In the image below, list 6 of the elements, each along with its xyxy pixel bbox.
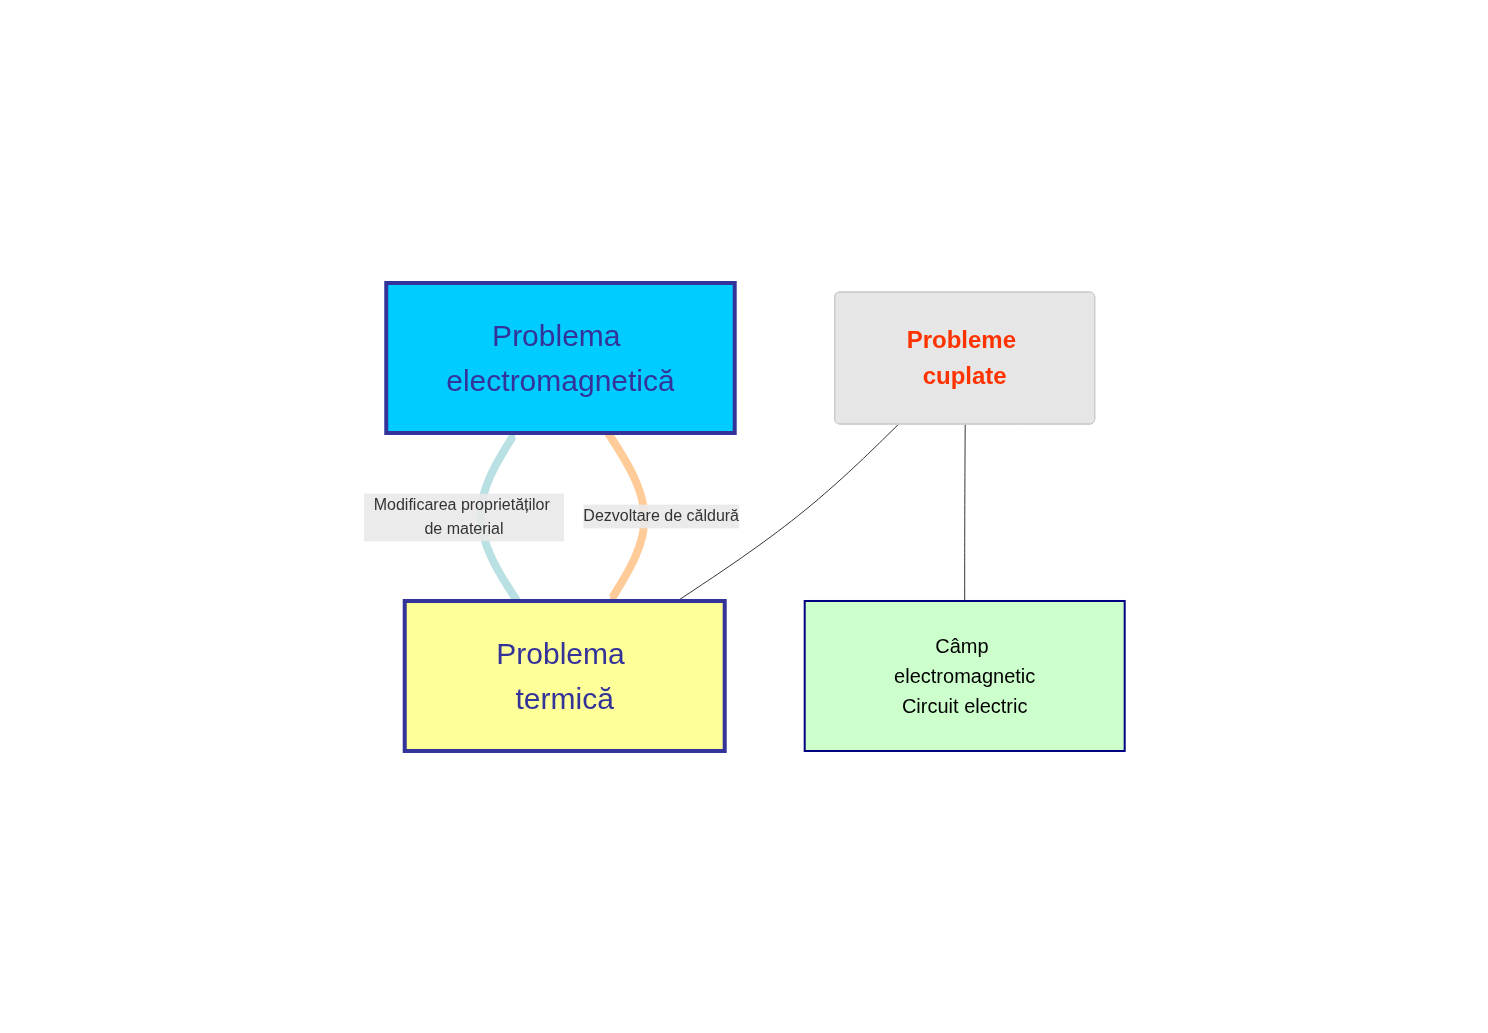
node-box: Problema termică: [402, 598, 727, 753]
edge-label: Dezvoltare de căldură: [583, 506, 739, 524]
edge-label: Modificarea proprietăților de material: [373, 495, 550, 537]
node-box: Problema electromagnetică: [383, 280, 737, 435]
connector: [963, 423, 966, 601]
node-box: Câmp electromagnetic Circuit electric: [803, 599, 1126, 752]
